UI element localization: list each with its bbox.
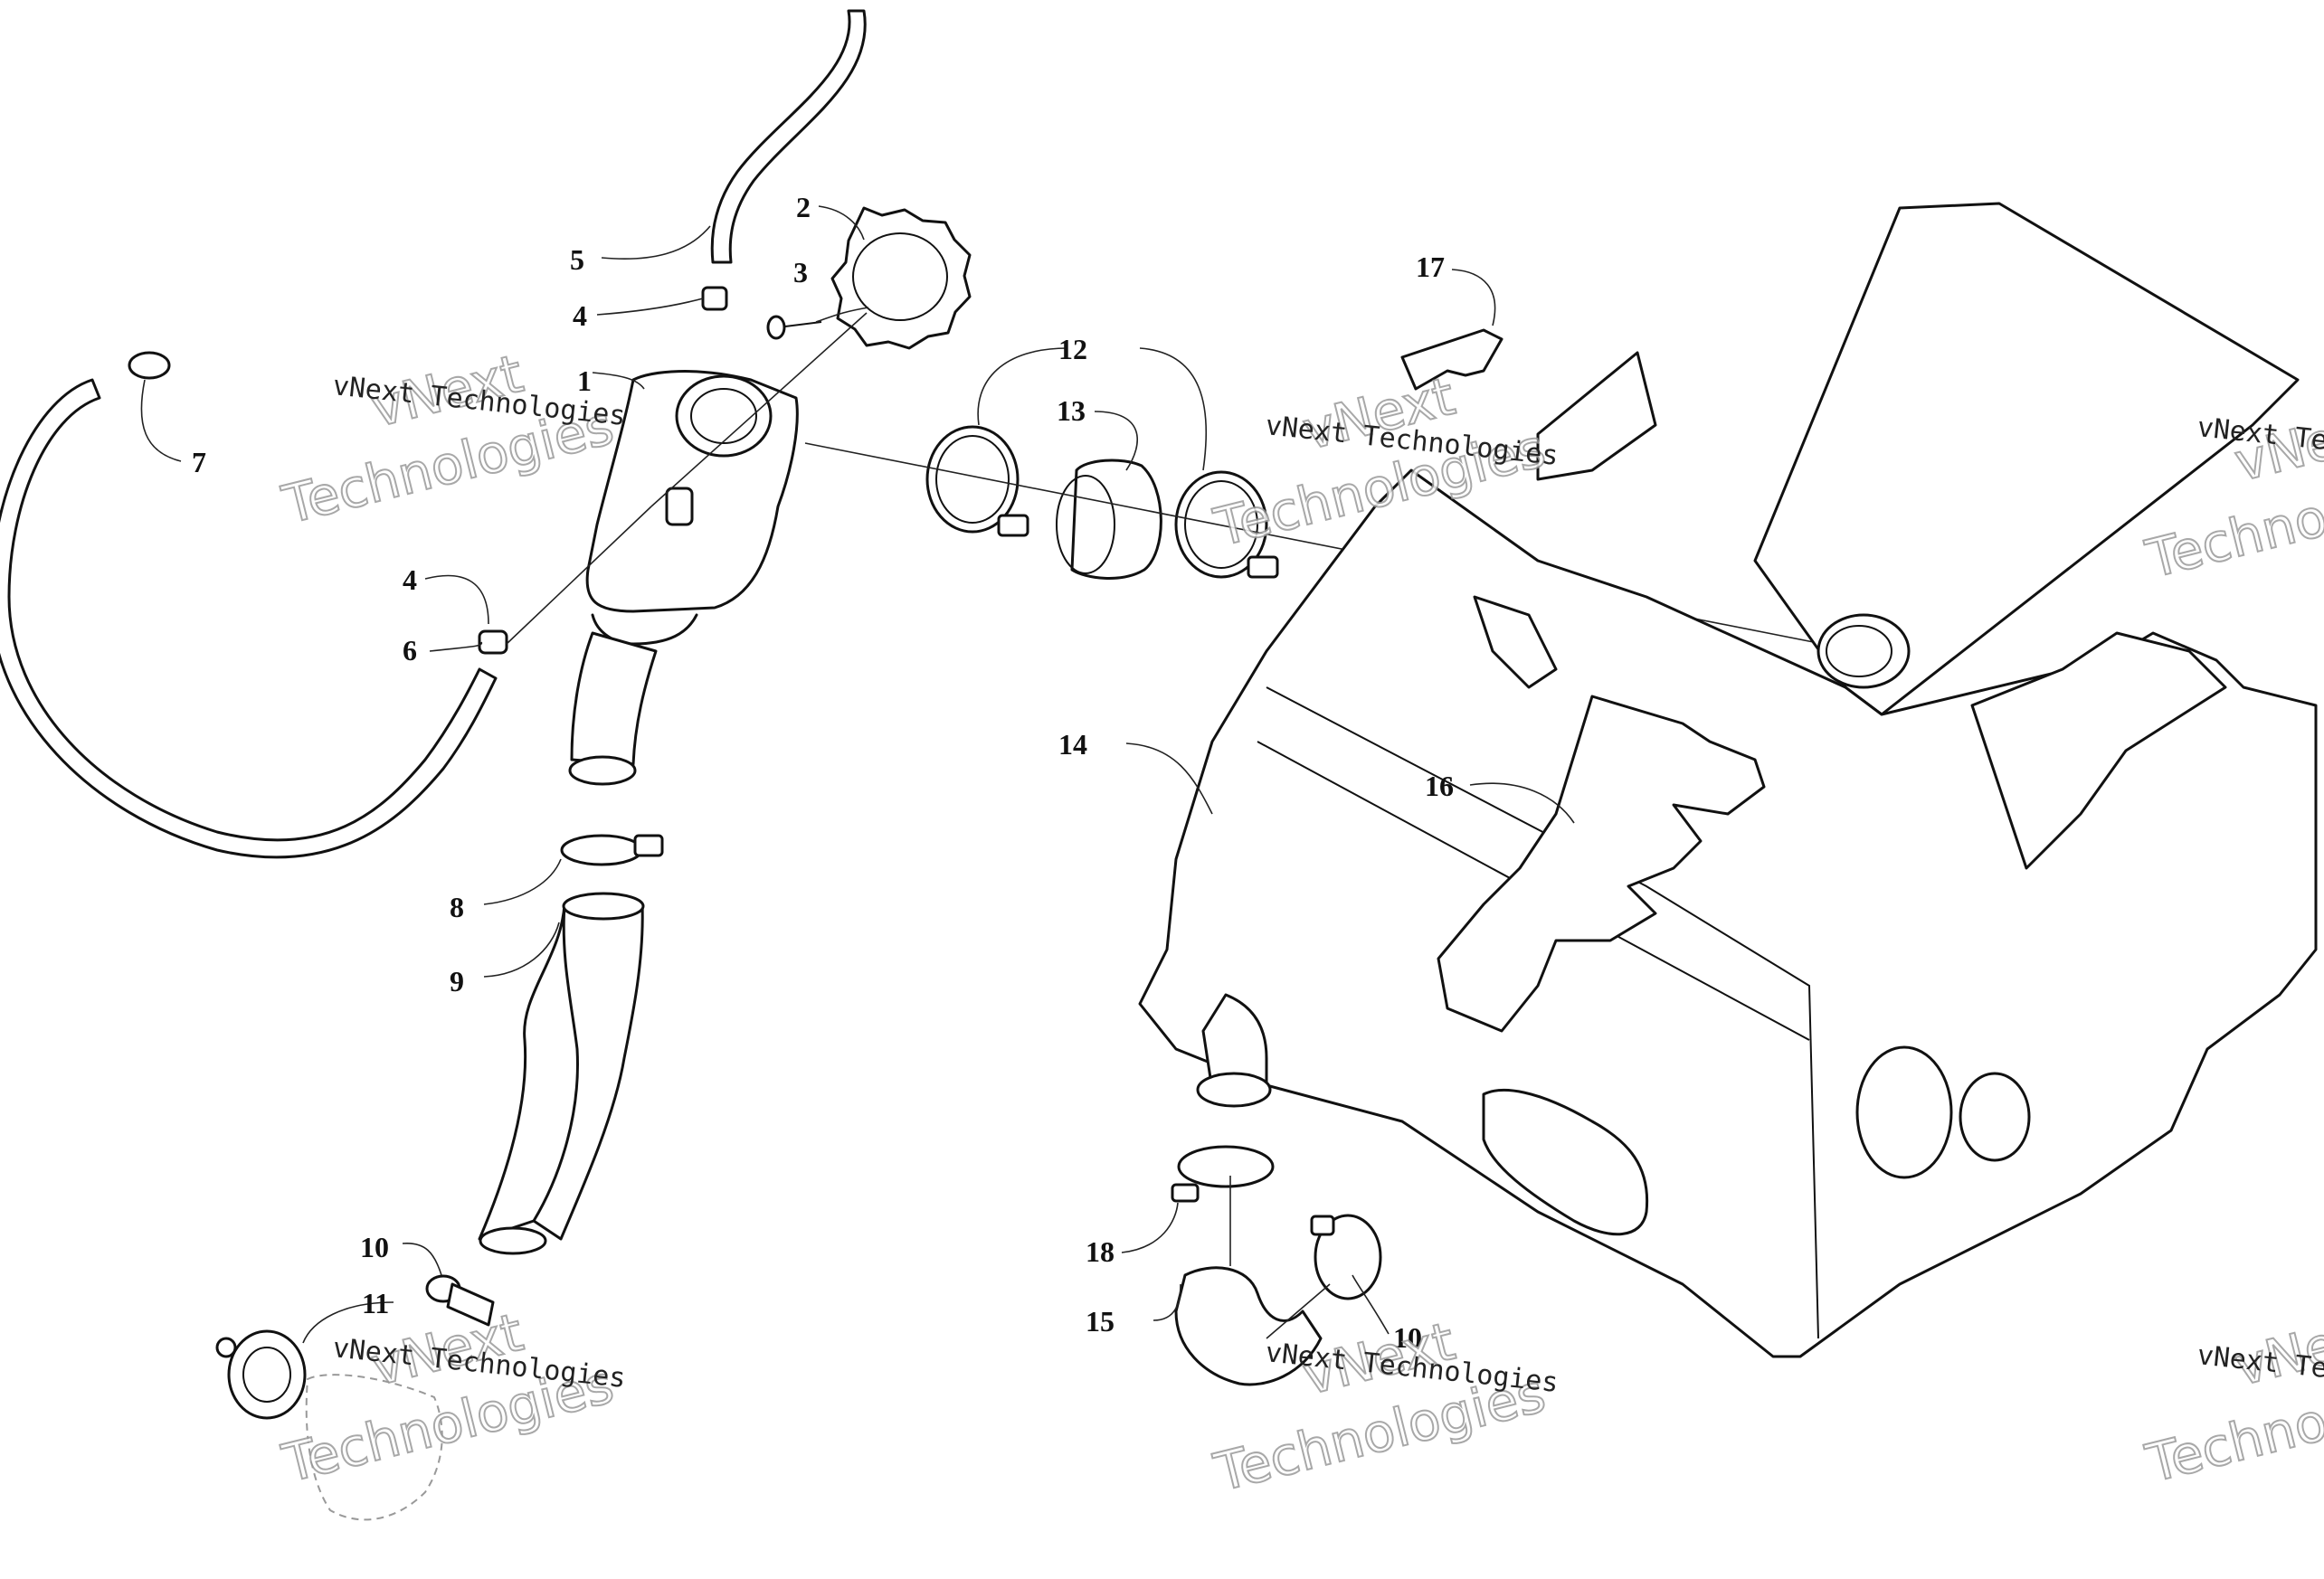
retaining-pin xyxy=(766,315,822,340)
air-duct-connector xyxy=(1817,613,1911,689)
watermark-6: Technologies vNext xyxy=(2139,1300,2324,1496)
callout-18: 18 xyxy=(1086,1235,1115,1268)
coolant-hose-bottom xyxy=(479,1226,547,1255)
hose-clamp-left xyxy=(925,425,1029,537)
callout-14: 14 xyxy=(1058,728,1087,761)
reservoir-outlet-neck xyxy=(570,631,658,766)
callout-1: 1 xyxy=(577,364,592,397)
callout-labels: 1 2 3 4 4 5 6 7 8 9 10 10 11 12 13 14 15… xyxy=(192,191,1454,1354)
water-pump-housing xyxy=(305,1374,443,1521)
callout-8: 8 xyxy=(450,891,464,923)
callout-4-upper: 4 xyxy=(573,299,587,332)
callout-3: 3 xyxy=(793,256,808,288)
callout-6: 6 xyxy=(403,634,417,667)
hose-fitting-lower xyxy=(478,629,508,655)
callout-10-left: 10 xyxy=(360,1231,389,1263)
thermostat-housing xyxy=(215,1329,307,1420)
coolant-reservoir xyxy=(585,370,799,646)
callout-12: 12 xyxy=(1058,333,1087,365)
callout-5: 5 xyxy=(570,243,584,276)
callout-7: 7 xyxy=(192,446,206,478)
coolant-hose-top xyxy=(562,892,645,921)
callout-4-lower: 4 xyxy=(403,563,417,596)
chassis-belly-pan xyxy=(1138,202,2318,1358)
coolant-hose xyxy=(478,903,644,1241)
mount-bracket xyxy=(1473,595,1558,689)
loop-hose-clamp xyxy=(128,351,171,380)
callout-9: 9 xyxy=(450,965,464,998)
radiator-cap xyxy=(830,206,972,350)
bracket-clip xyxy=(1400,328,1503,391)
elbow-hose xyxy=(1174,1266,1323,1386)
lower-duct-end xyxy=(1196,1072,1272,1108)
duct-clamp xyxy=(1171,1145,1275,1203)
small-clamp-right xyxy=(1310,1214,1382,1300)
outlet-neck-end xyxy=(568,755,637,786)
overflow-hose-loop xyxy=(0,378,498,859)
vent-hose-upper xyxy=(710,9,867,264)
leader-lines xyxy=(140,205,1575,1344)
callout-13: 13 xyxy=(1057,394,1086,427)
callout-10-right: 10 xyxy=(1393,1321,1422,1354)
callout-11: 11 xyxy=(362,1287,389,1319)
callout-17: 17 xyxy=(1416,251,1445,283)
coupling-sleeve xyxy=(1056,459,1162,580)
callout-2: 2 xyxy=(796,191,811,223)
callout-15: 15 xyxy=(1086,1305,1115,1338)
watermark-1: Technologies vNext xyxy=(276,342,621,537)
heat-shield xyxy=(1437,695,1766,1033)
hose-clamp xyxy=(560,834,664,866)
callout-16: 16 xyxy=(1425,770,1454,802)
small-clamp-left xyxy=(425,1274,495,1327)
hose-fitting-upper xyxy=(701,286,728,311)
